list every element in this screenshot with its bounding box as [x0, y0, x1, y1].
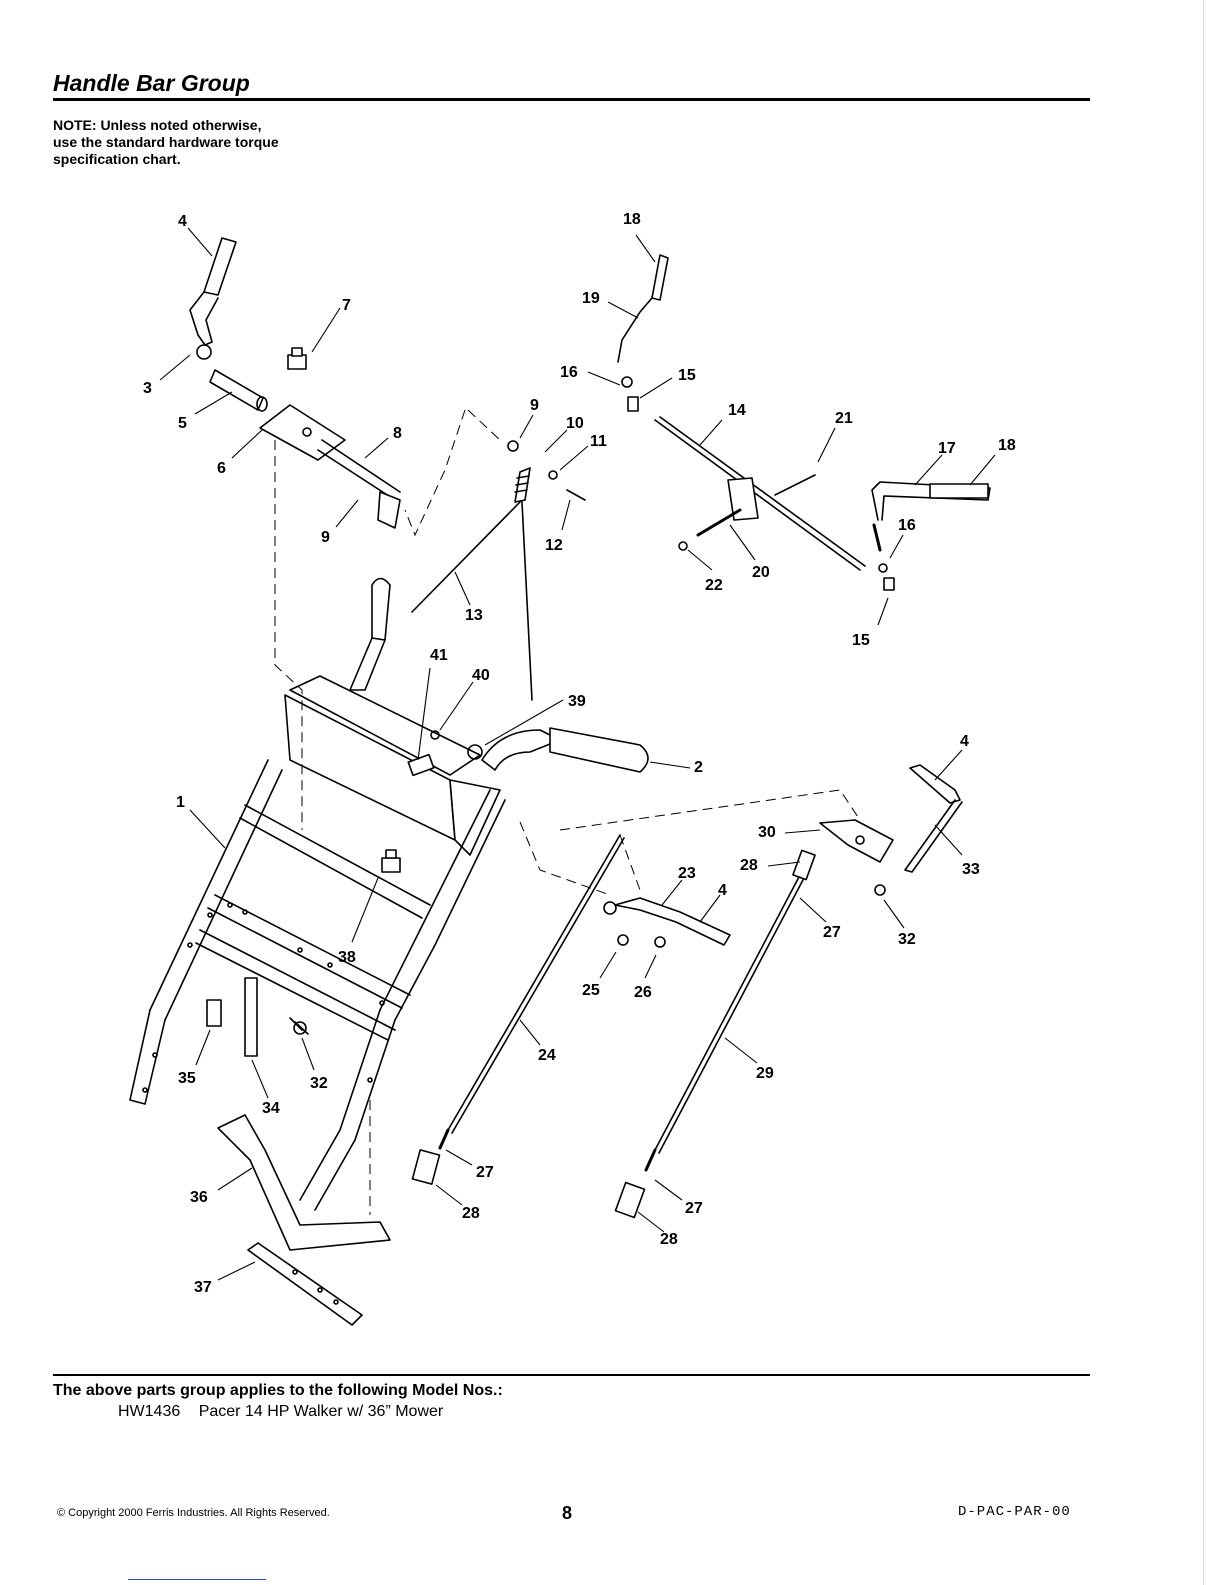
callout-5: 5 [178, 415, 187, 432]
callout-4: 4 [178, 213, 187, 230]
model-row: HW1436 Pacer 14 HP Walker w/ 36” Mower [118, 1403, 457, 1421]
callout-4: 4 [960, 733, 969, 750]
callout-11: 11 [590, 433, 607, 450]
callout-30: 30 [758, 824, 776, 841]
upper-bracket [259, 404, 401, 529]
callout-19: 19 [582, 290, 600, 307]
callout-32: 32 [898, 931, 916, 948]
copyright: © Copyright 2000 Ferris Industries. All … [57, 1507, 330, 1519]
callout-1: 1 [176, 794, 185, 811]
lever-23 [603, 897, 731, 948]
callout-9: 9 [321, 529, 330, 546]
callout-6: 6 [217, 460, 226, 477]
callout-32: 32 [310, 1075, 328, 1092]
base-plate-37 [247, 1242, 363, 1326]
bottom-link-bar [128, 1579, 266, 1580]
callout-12: 12 [545, 537, 563, 554]
callout-2: 2 [694, 759, 703, 776]
left-grip [349, 577, 391, 691]
callout-40: 40 [472, 667, 490, 684]
scan-edge-line [1203, 0, 1204, 1585]
callout-18: 18 [998, 437, 1016, 454]
page-number: 8 [562, 1503, 573, 1523]
callout-37: 37 [194, 1279, 212, 1296]
callout-24: 24 [538, 1047, 556, 1064]
switch-7 [287, 347, 307, 370]
model-description: Pacer 14 HP Walker w/ 36” Mower [198, 1403, 444, 1420]
callout-16: 16 [898, 517, 916, 534]
callout-16: 16 [560, 364, 578, 381]
note-line: specification chart. [53, 151, 181, 167]
rod-29 [614, 849, 816, 1219]
applies-heading: The above parts group applies to the fol… [53, 1382, 503, 1399]
callout-33: 33 [962, 861, 980, 878]
callout-27: 27 [685, 1200, 703, 1217]
callout-22: 22 [705, 577, 723, 594]
note-line: NOTE: Unless noted otherwise, [53, 117, 262, 133]
footer-rule [53, 1374, 1090, 1376]
callout-9: 9 [530, 397, 539, 414]
switch-38 [381, 849, 401, 873]
callout-25: 25 [582, 982, 600, 999]
callout-28: 28 [462, 1205, 480, 1222]
callout-15: 15 [852, 632, 870, 649]
bracket-34-35 [206, 977, 309, 1057]
callout-28: 28 [660, 1231, 678, 1248]
handle-frame [129, 675, 506, 1211]
callout-34: 34 [262, 1100, 280, 1117]
right-bail-lever [819, 764, 963, 896]
document-code: D-PAC-PAR-00 [958, 1504, 1071, 1520]
spring-assembly [411, 440, 586, 701]
callout-18: 18 [623, 211, 641, 228]
callout-28: 28 [740, 857, 758, 874]
leader-lines [159, 227, 996, 1281]
callout-21: 21 [835, 410, 853, 427]
right-grip [481, 727, 649, 773]
page-title: Handle Bar Group [53, 70, 250, 96]
parts-39-41 [407, 730, 483, 777]
rod-24 [411, 834, 625, 1185]
callout-14: 14 [728, 402, 746, 419]
callout-36: 36 [190, 1189, 208, 1206]
callout-3: 3 [143, 380, 152, 397]
callout-27: 27 [823, 924, 841, 941]
spacer-tube [209, 369, 268, 412]
callout-10: 10 [566, 415, 584, 432]
alignment-lines [274, 409, 861, 1215]
callout-35: 35 [178, 1070, 196, 1087]
callout-7: 7 [342, 297, 351, 314]
model-number: HW1436 [118, 1403, 181, 1420]
base-plate-36 [217, 1114, 391, 1251]
callout-13: 13 [465, 607, 483, 624]
torque-note: NOTE: Unless noted otherwise, use the st… [53, 117, 279, 168]
callout-26: 26 [634, 984, 652, 1001]
callout-15: 15 [678, 367, 696, 384]
callout-38: 38 [338, 949, 356, 966]
callout-8: 8 [393, 425, 402, 442]
left-bail-lever [189, 237, 237, 360]
callout-23: 23 [678, 865, 696, 882]
callout-29: 29 [756, 1065, 774, 1082]
callout-20: 20 [752, 564, 770, 581]
note-line: use the standard hardware torque [53, 134, 279, 150]
callout-27: 27 [476, 1164, 494, 1181]
title-rule [53, 98, 1090, 101]
right-lever-group [617, 254, 991, 591]
callout-39: 39 [568, 693, 586, 710]
callout-41: 41 [430, 647, 448, 664]
callout-17: 17 [938, 440, 956, 457]
callout-4: 4 [718, 882, 727, 899]
